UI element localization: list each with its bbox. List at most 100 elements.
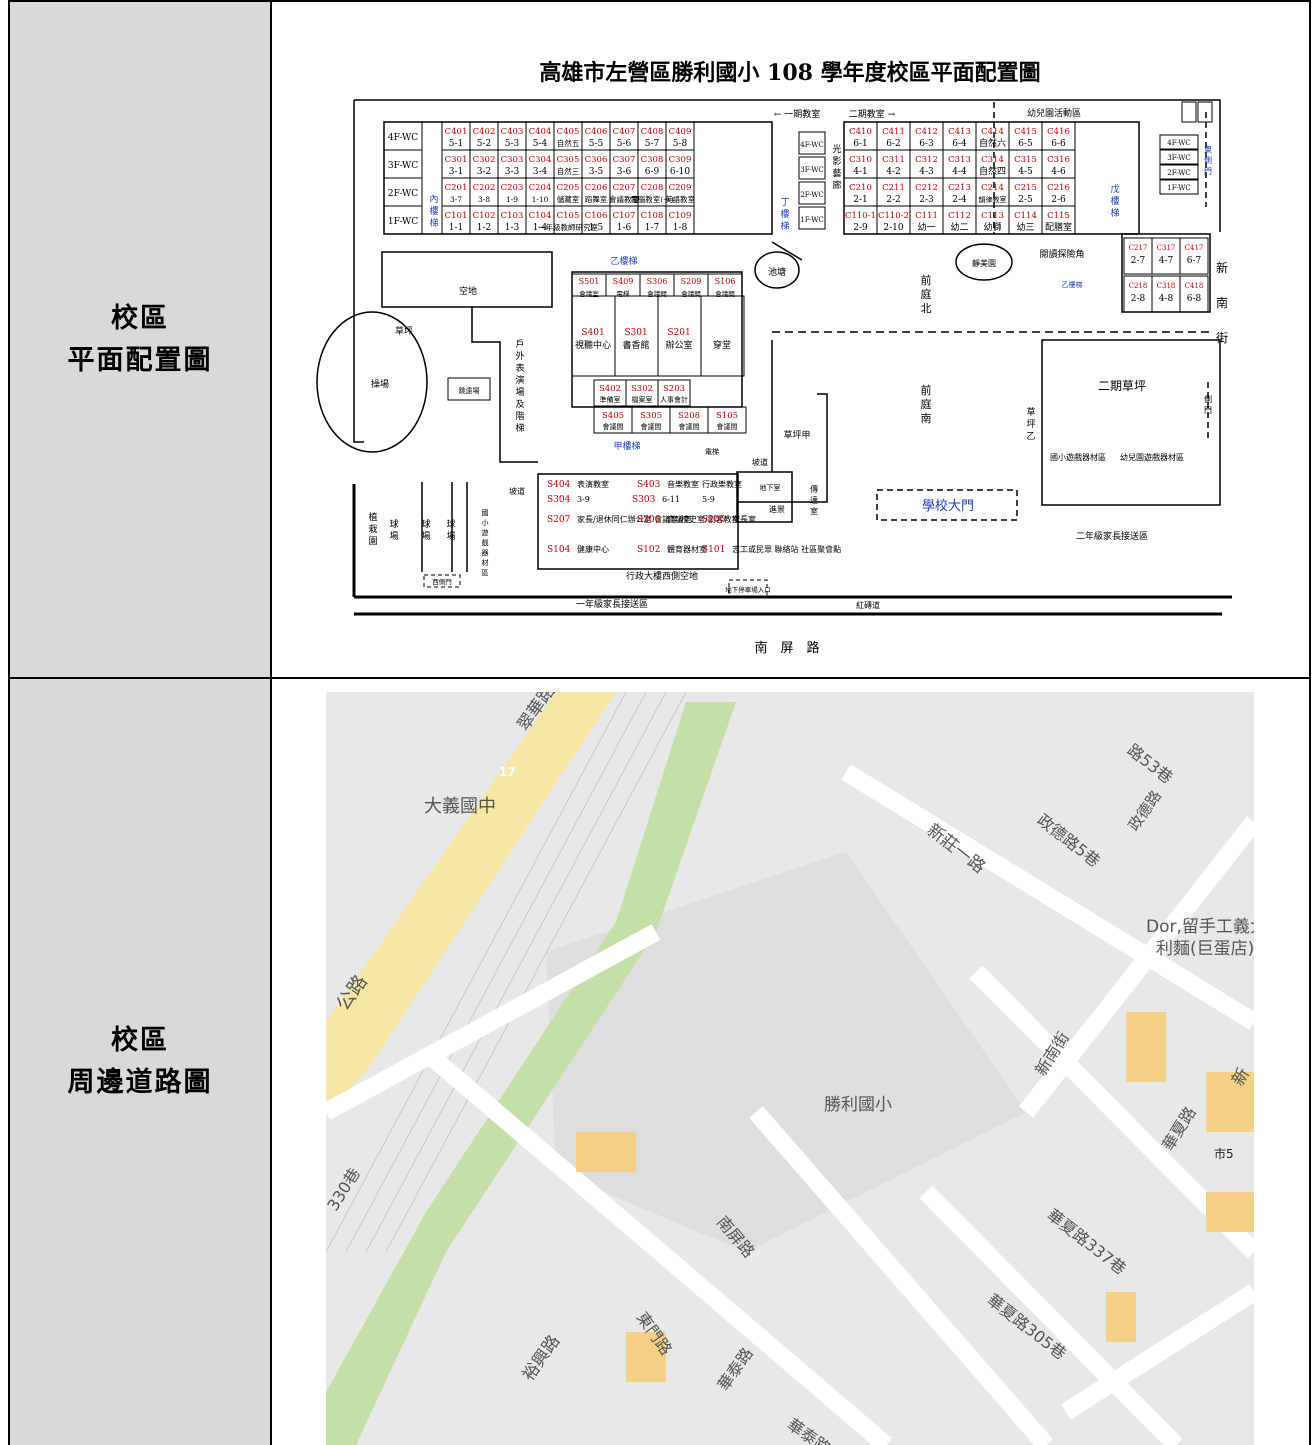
room-name: 蹈舞室 — [585, 194, 608, 204]
room-name: 2-3 — [919, 195, 934, 205]
row-label-line2: 周邊道路圖 — [67, 1067, 213, 1098]
room-code: C308 — [641, 155, 664, 165]
area-label: 材 — [482, 558, 489, 567]
area-label: 操場 — [371, 378, 389, 390]
room-code: C301 — [445, 155, 468, 165]
room-name: 視聽中心 — [575, 339, 611, 351]
av-room-label: 影 — [832, 156, 841, 167]
west-gate — [423, 574, 461, 588]
wc-room — [1159, 149, 1199, 165]
wc-room — [1159, 164, 1199, 180]
room-name: 6-6 — [1051, 139, 1066, 149]
floor-plan-cell: 高雄市左營區勝利國小 108 學年度校區平面配置圖 — [272, 2, 1309, 677]
area-label: 演 — [515, 374, 524, 386]
room-name: 2-8 — [1131, 294, 1146, 304]
room-name: 辦公室 — [665, 339, 692, 351]
room-code: C207 — [613, 183, 636, 193]
jump-area — [447, 377, 491, 401]
admin-room — [707, 406, 747, 434]
room-code: C107 — [613, 211, 636, 221]
room-name: 幼二 — [950, 221, 968, 233]
room-code: C414 — [981, 127, 1004, 137]
area-label: 場 — [389, 530, 398, 542]
room-name: 體育器材室 — [667, 544, 707, 554]
area-label: 跳遠場 — [459, 386, 480, 395]
room-code: C106 — [585, 211, 608, 221]
stair-label: 甲樓梯 — [613, 440, 640, 452]
area-label: 進景 — [769, 505, 785, 514]
recycle-room — [1181, 101, 1197, 123]
area-label: 乙 — [1026, 431, 1035, 442]
phase2-label: 二期教室 → — [849, 108, 896, 120]
room-code: C211 — [882, 183, 905, 193]
room-name: 2-2 — [886, 195, 901, 205]
floor-plan-diagram: 高雄市左營區勝利國小 108 學年度校區平面配置圖 — [316, 60, 1232, 656]
wc-label: 4F-WC — [800, 141, 824, 149]
room-code: C102 — [473, 211, 496, 221]
area-label: 球 — [389, 518, 398, 530]
room-code: C317 — [1157, 244, 1176, 252]
room-code: C218 — [1129, 282, 1148, 290]
room-code: C309 — [669, 155, 692, 165]
room-code: S303 — [632, 495, 656, 505]
room-code: C417 — [1185, 244, 1204, 252]
room-code: C416 — [1047, 127, 1070, 137]
room-name: 2-1 — [853, 195, 868, 205]
area-label: 前 — [921, 383, 932, 397]
room-code: S106 — [715, 277, 736, 286]
elevator-label: 電梯 — [705, 447, 719, 456]
room-code: C306 — [585, 155, 608, 165]
area-label: 行政大樓西側空地 — [626, 570, 698, 582]
room-name: 4-3 — [919, 167, 934, 177]
room-name: 會議教室 — [609, 194, 639, 204]
classroom — [1179, 237, 1209, 275]
room-name: 書香館 — [622, 339, 649, 351]
room-name: 會議間 — [641, 422, 662, 431]
room-name: 1-9 — [506, 195, 518, 204]
room-name: 5-5 — [589, 139, 604, 149]
room-name: 3-4 — [533, 167, 548, 177]
area-label: 側 — [1204, 155, 1212, 165]
room-name: 6-5 — [1018, 139, 1033, 149]
area-label: 傳 — [810, 484, 818, 494]
area-label: 門 — [1204, 167, 1212, 176]
room-name: 3-7 — [450, 195, 462, 204]
area-label: 達 — [810, 495, 818, 505]
room-name: 2-5 — [1018, 195, 1033, 205]
wc-room — [798, 181, 826, 205]
room-code: C215 — [1014, 183, 1037, 193]
room-name: 6-8 — [1187, 294, 1202, 304]
room-code: S102 — [637, 545, 660, 555]
area-label: 庭 — [921, 397, 932, 411]
room-code: C201 — [445, 183, 468, 193]
area-label: 戲 — [482, 538, 489, 547]
wc-label: 1F-WC — [800, 216, 824, 224]
row-label-cell-map: 校區 周邊道路圖 — [10, 679, 270, 1445]
room-code: C101 — [445, 211, 468, 221]
area-label: 表 — [515, 362, 524, 374]
room-code: C313 — [948, 155, 971, 165]
room-code: C109 — [669, 211, 692, 221]
room-code: C403 — [501, 127, 524, 137]
room-name: 會議間 — [681, 289, 701, 298]
room-name: 自然三 — [557, 166, 580, 176]
room-code: C210 — [849, 183, 872, 193]
room-name: 6-7 — [1187, 256, 1202, 266]
area-label: 球 — [446, 518, 455, 530]
room-name: 志工或民眾 聯絡站 社區聚會點 — [732, 544, 841, 554]
room-name: 3-3 — [505, 167, 520, 177]
wc-label: 4F-WC — [388, 133, 418, 143]
wc-label: 2F-WC — [388, 189, 418, 199]
row-label-line1: 校區 — [111, 302, 169, 334]
room-code: S205 — [702, 515, 726, 525]
room-name: 幼三 — [1016, 221, 1034, 233]
room-code: C303 — [501, 155, 524, 165]
room-code: C205 — [557, 183, 580, 193]
room-name: 4-4 — [952, 167, 967, 177]
map-label: 勝利國小 — [824, 1095, 892, 1115]
row-label-cell-plan: 校區 平面配置圖 — [10, 2, 270, 677]
room-name: 電腦教室(一) — [630, 194, 673, 204]
room-name: 會議室 — [579, 289, 599, 298]
room-code: C206 — [585, 183, 608, 193]
main-gate-label: 學校大門 — [922, 498, 974, 514]
